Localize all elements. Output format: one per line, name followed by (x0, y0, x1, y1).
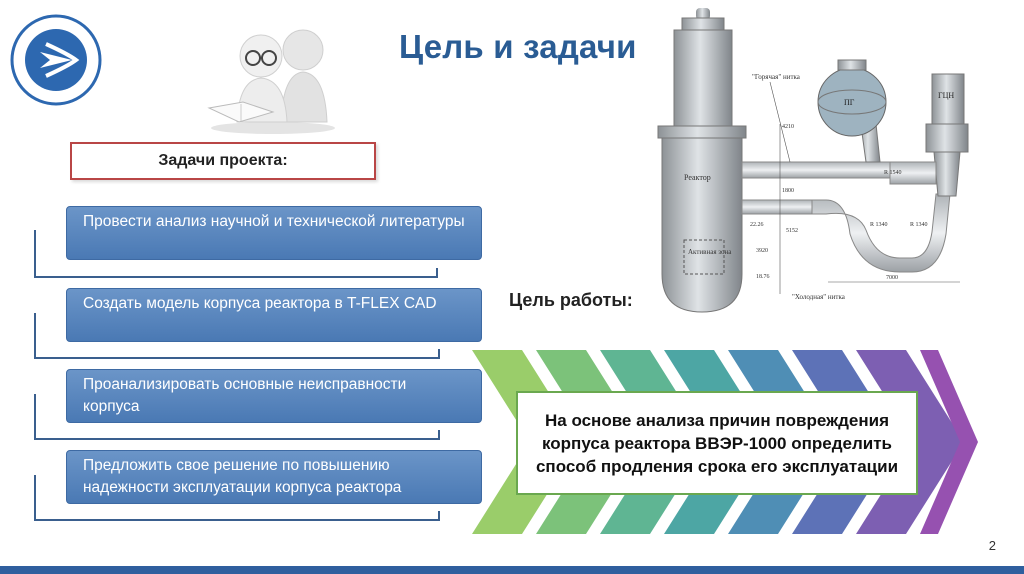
task-connector (34, 394, 440, 440)
dimension-label: R 1540 (884, 170, 902, 176)
university-logo-icon (10, 14, 102, 106)
cold-leg-label: "Холодная" нитка (792, 293, 846, 301)
hot-leg-label: "Горячая" нитка (752, 73, 801, 81)
task-connector (34, 475, 440, 521)
goal-text-box: На основе анализа причин повреждения кор… (516, 391, 918, 495)
dimension-label: 5152 (786, 228, 798, 234)
dimension-label: 22.26 (750, 222, 764, 228)
goal-heading: Цель работы: (509, 290, 633, 310)
task-connector (34, 313, 440, 359)
page-number: 2 (988, 538, 996, 553)
bottom-bar (0, 566, 1024, 574)
dimension-label: 7000 (886, 275, 898, 281)
reactor-loop-diagram: Реактор Активная зона ПГ ГЦН "Горячая" н… (640, 4, 1000, 322)
task-item: Провести анализ научной и технической ли… (66, 206, 482, 260)
core-label: Активная зона (688, 248, 732, 256)
task-item: Создать модель корпуса реактора в T-FLEX… (66, 288, 482, 342)
dimension-label: R 1340 (870, 222, 888, 228)
task-item: Предложить свое решение по повышению над… (66, 450, 482, 504)
dimension-label: 3920 (756, 248, 768, 254)
dimension-label: 1800 (782, 188, 794, 194)
reactor-label: Реактор (684, 173, 711, 182)
page-title: Цель и задачи (399, 28, 637, 65)
sg-label: ПГ (844, 98, 855, 107)
pump-label: ГЦН (938, 91, 954, 100)
dimension-label: 18.76 (756, 274, 770, 280)
people-reading-illustration (203, 24, 343, 136)
task-item: Проанализировать основные неисправности … (66, 369, 482, 423)
tasks-heading: Задачи проекта: (70, 142, 376, 180)
dimension-label: R 1340 (910, 222, 928, 228)
task-connector (34, 230, 438, 278)
dimension-label: 4210 (782, 124, 794, 130)
